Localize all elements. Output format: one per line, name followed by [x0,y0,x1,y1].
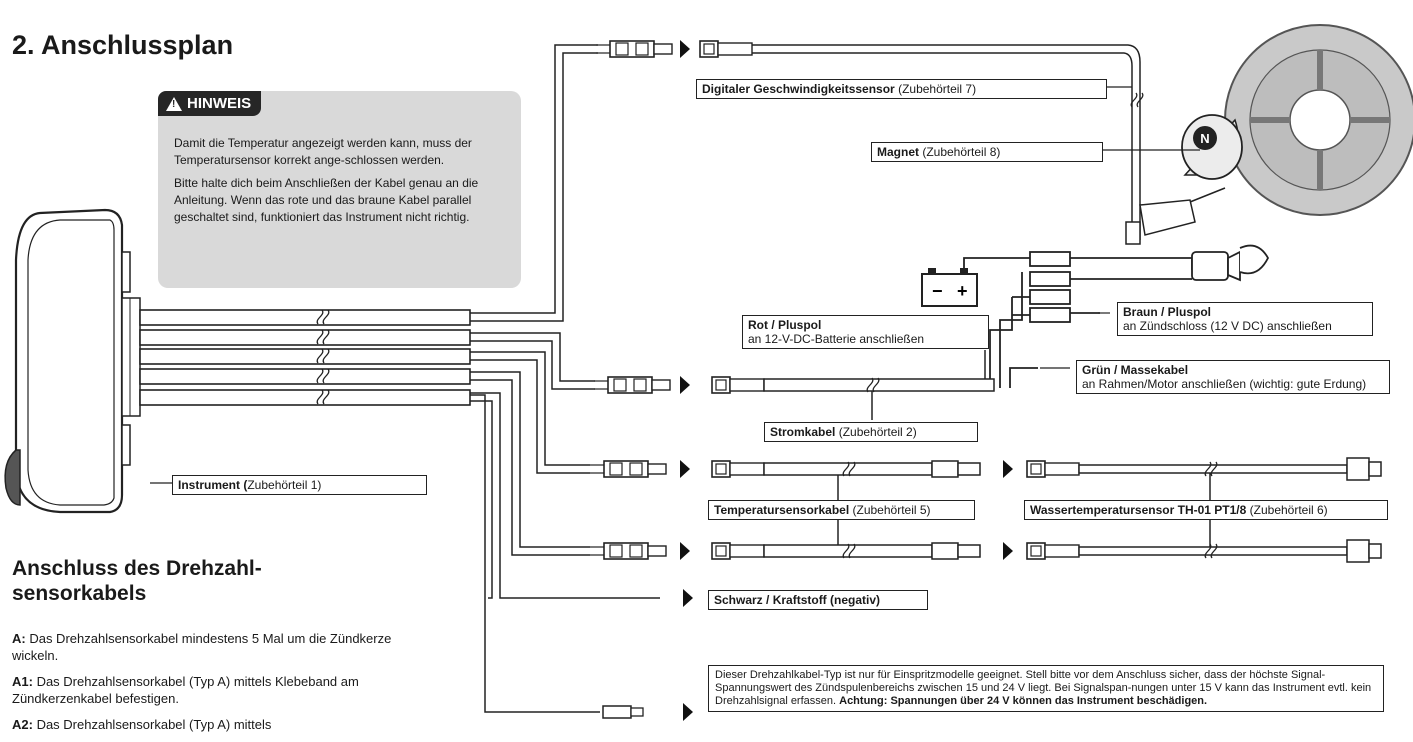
label-magnet-rest: (Zubehörteil 8) [919,145,1001,159]
step-a1-text: Das Drehzahlsensorkabel (Typ A) mittels … [12,674,359,706]
power-cable [711,350,995,420]
label-magnet: Magnet (Zubehörteil 8) [871,142,1103,162]
instrument-housing [4,208,141,514]
injection-note: Dieser Drehzahlkabel-Typ ist nur für Ein… [708,665,1384,712]
battery-plus: + [957,281,968,301]
label-green-rest: an Rahmen/Motor anschließen (wichtig: gu… [1082,377,1367,391]
step-a2: A2: Das Drehzahlsensorkabel (Typ A) mitt… [12,716,392,733]
battery-minus: − [932,281,943,301]
label-red-rest: an 12-V-DC-Batterie anschließen [748,332,925,346]
step-a2-text: Das Drehzahlsensorkabel (Typ A) mittels [32,717,272,732]
label-black-fuel: Schwarz / Kraftstoff (negativ) [708,590,928,610]
label-temp-cable: Temperatursensorkabel (Zubehörteil 5) [708,500,975,520]
notice-paragraph-1: Damit die Temperatur angezeigt werden ka… [174,136,472,167]
notice-badge-label: HINWEIS [187,95,252,112]
connectors [589,40,1013,721]
step-a2-key: A2: [12,717,33,732]
step-a: A: Das Drehzahlsensorkabel mindestens 5 … [12,630,392,664]
label-brown-plus: Braun / Pluspol an Zündschloss (12 V DC)… [1117,302,1373,336]
label-power-cable: Stromkabel (Zubehörteil 2) [764,422,978,442]
label-magnet-bold: Magnet [877,145,919,159]
label-black-bold: Schwarz / Kraftstoff (negativ) [714,593,881,607]
label-water-sensor-rest: (Zubehörteil 6) [1246,503,1328,517]
branch-wires [470,44,660,713]
rpm-section-title: Anschluss des Drehzahl-sensorkabels [12,557,262,605]
step-a1-key: A1: [12,674,33,689]
warning-triangle-icon [166,96,182,111]
brake-disc [1224,24,1413,216]
label-brown-rest: an Zündschloss (12 V DC) anschließen [1123,319,1332,333]
label-green-bold: Grün / Massekabel [1082,363,1189,377]
label-red-bold: Rot / Pluspol [748,318,822,332]
cable-bundle [139,309,471,406]
page-title: 2. Anschlussplan [12,30,234,60]
battery-icon: − + [921,268,978,307]
notice-box: HINWEIS Damit die Temperatur angezeigt w… [158,91,521,288]
label-power-cable-bold: Stromkabel [770,425,836,439]
speed-sensor-cable [699,40,1226,245]
injection-note-text: Dieser Drehzahlkabel-Typ ist nur für Ein… [715,669,1372,707]
label-temp-cable-bold: Temperatursensorkabel [714,503,850,517]
label-brown-bold: Braun / Pluspol [1123,305,1212,319]
label-instrument-bold: Instrument ( [178,478,248,492]
temp-cable-rows [711,457,1382,563]
label-water-sensor-bold: Wassertemperatursensor TH-01 PT1/8 [1030,503,1247,517]
leader-lines [150,86,1200,484]
label-red-plus: Rot / Pluspol an 12-V-DC-Batterie anschl… [742,315,989,349]
magnet-icon: N [1181,114,1243,180]
notice-paragraph-2: Bitte halte dich beim Anschließen der Ka… [174,176,479,224]
notice-text: Damit die Temperatur angezeigt werden ka… [174,135,506,232]
label-temp-cable-rest: (Zubehörteil 5) [849,503,931,517]
label-speed-sensor: Digitaler Geschwindigkeitssensor (Zubehö… [696,79,1107,99]
step-a-key: A: [12,631,26,646]
fuse-block [963,244,1270,388]
magnet-mark: N [1200,131,1209,146]
step-a1: A1: Das Drehzahlsensorkabel (Typ A) mitt… [12,673,392,707]
label-speed-sensor-bold: Digitaler Geschwindigkeitssensor [702,82,895,96]
notice-badge: HINWEIS [158,91,262,116]
label-instrument: Instrument (Zubehörteil 1) [172,475,427,495]
injection-note-warning: Achtung: Spannungen über 24 V können das… [839,695,1208,707]
label-speed-sensor-rest: (Zubehörteil 7) [894,82,977,96]
label-power-cable-rest: (Zubehörteil 2) [835,425,917,439]
rpm-steps: A: Das Drehzahlsensorkabel mindestens 5 … [12,630,392,742]
step-a-text: Das Drehzahlsensorkabel mindestens 5 Mal… [12,631,392,663]
label-water-sensor: Wassertemperatursensor TH-01 PT1/8 (Zube… [1024,500,1388,520]
label-instrument-rest: Zubehörteil 1) [247,478,322,492]
label-green-ground: Grün / Massekabel an Rahmen/Motor anschl… [1076,360,1390,394]
